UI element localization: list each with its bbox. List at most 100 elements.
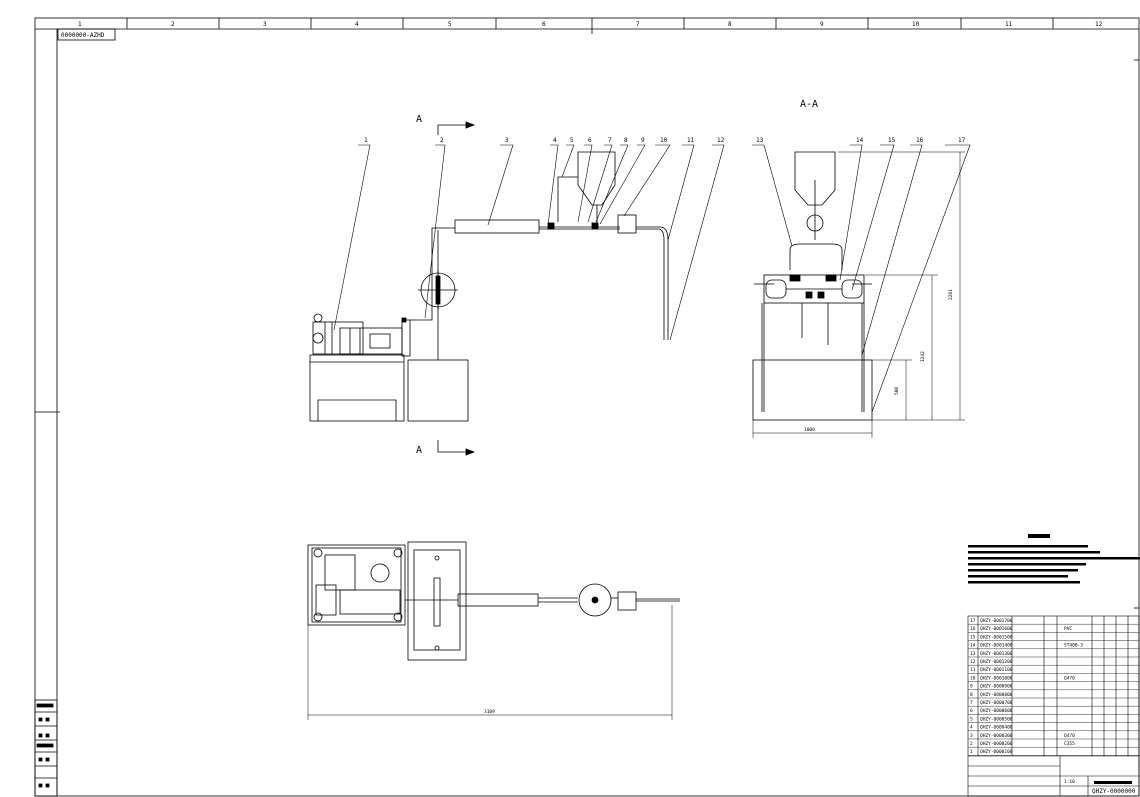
bom-row-number: 6: [970, 708, 973, 714]
bom-row-number: 5: [970, 716, 973, 722]
callout-12: 12: [717, 137, 725, 144]
callout-numbers-front: 1 2 3 4 5 6 7 8 9 10 11 12: [364, 137, 725, 144]
pump-motor-unit: [312, 313, 411, 357]
bom-row-code: QHZY-0000400: [980, 725, 1013, 731]
bom-row-code: QHZY-0001400: [980, 643, 1013, 649]
bom-row-material: C355: [1064, 741, 1075, 747]
bom-row-code: QHZY-0001700: [980, 618, 1013, 624]
discharge-pipe: [636, 226, 669, 340]
section-marker-top: [437, 121, 476, 135]
bom-title-drawing-number: QHZY-0000000: [1092, 788, 1136, 795]
bom-row-code: QHZY-0001500: [980, 634, 1013, 640]
callout-4: 4: [553, 137, 557, 144]
bom-row-number: 17: [970, 618, 976, 624]
left-stamp-blocks: [34, 699, 58, 797]
bom-row-number: 2: [970, 741, 973, 747]
bom-row-code: QHZY-0000200: [980, 741, 1013, 747]
callout-8: 8: [624, 137, 628, 144]
section-mark-bottom: A: [416, 445, 422, 456]
grid-col-5: 5: [448, 21, 452, 28]
section-marker-bottom: [437, 440, 476, 456]
grid-col-9: 9: [820, 21, 824, 28]
bom-row-code: QHZY-0000100: [980, 749, 1013, 755]
bom-title-block: 1:10 QHZY-0000000: [1064, 779, 1136, 795]
bom-row-number: 7: [970, 700, 973, 706]
bom-row-number: 14: [970, 643, 976, 649]
grid-col-1: 1: [78, 21, 82, 28]
bom-row-code: QHZY-0000900: [980, 684, 1013, 690]
grid-col-2: 2: [171, 21, 175, 28]
bom-row-code: QHZY-0001300: [980, 651, 1013, 657]
dim-plan-length: 3109: [484, 709, 495, 715]
section-mark-top: A: [416, 114, 422, 125]
grid-column-labels: 1 2 3 4 5 6 7 8 9 10 11 12: [78, 21, 1103, 28]
bom-row-number: 4: [970, 725, 973, 731]
bom-row-number: 13: [970, 651, 976, 657]
dimension-values: 1000 500 1242 2281: [804, 289, 954, 433]
grid-col-6: 6: [542, 21, 546, 28]
callout-13: 13: [756, 137, 764, 144]
bom-row-number: 1: [970, 749, 973, 755]
bom-row-code: QHZY-0001200: [980, 659, 1013, 665]
valve-box: [617, 214, 637, 234]
bom-row-code: QHZY-0000500: [980, 716, 1013, 722]
bom-row-code: QHZY-0000600: [980, 708, 1013, 714]
grid-col-10: 10: [912, 21, 920, 28]
drawing-number-tag: 0000000-AZHD: [57, 28, 116, 41]
grid-col-3: 3: [263, 21, 267, 28]
grid-col-12: 12: [1095, 21, 1103, 28]
bom-row-code: QHZY-0001100: [980, 667, 1013, 673]
drawing-number: 0000000-AZHD: [61, 32, 105, 39]
bom-row-number: 9: [970, 684, 973, 690]
bom-row-code: QHZY-0001000: [980, 675, 1013, 681]
dim-overall-height: 2281: [948, 289, 954, 300]
callout-1: 1: [364, 137, 368, 144]
grid-col-8: 8: [728, 21, 732, 28]
sheet-frame: [34, 17, 1140, 797]
bom-row-number: 11: [970, 667, 976, 673]
callout-14: 14: [856, 137, 864, 144]
bom-row-material: PVC: [1064, 626, 1072, 632]
bom-row-number: 16: [970, 626, 976, 632]
callout-16: 16: [916, 137, 924, 144]
dim-section-width: 1000: [804, 427, 815, 433]
callout-2: 2: [440, 137, 444, 144]
bom-row-number: 12: [970, 659, 976, 665]
bom-row-material: Q470: [1064, 733, 1075, 739]
hopper: [557, 151, 616, 224]
callout-10: 10: [660, 137, 668, 144]
section-aa-view: [752, 151, 873, 421]
dim-frame-height: 1242: [920, 351, 926, 362]
bom-row-code: QHZY-0001600: [980, 626, 1013, 632]
dimension-lines-section: [752, 151, 965, 438]
callout-leaders-section: [752, 144, 971, 413]
plan-view: [307, 541, 680, 661]
bom-row-code: QHZY-0000800: [980, 692, 1013, 698]
front-elevation-view: A A: [309, 114, 669, 456]
bom-row-number: 15: [970, 634, 976, 640]
callout-11: 11: [687, 137, 695, 144]
technical-notes-block: [968, 534, 1140, 584]
callout-7: 7: [608, 137, 612, 144]
bom-row-material: ST40B-3: [1064, 643, 1083, 649]
grid-col-7: 7: [636, 21, 640, 28]
grid-col-11: 11: [1005, 21, 1013, 28]
bom-scale: 1:10: [1064, 779, 1075, 785]
callout-numbers-section: 13 14 15 16 17: [756, 137, 966, 144]
callout-17: 17: [958, 137, 966, 144]
mixer-tube: [454, 219, 540, 234]
bom-row-number: 3: [970, 733, 973, 739]
section-view-title: A-A: [800, 99, 818, 110]
bom-row-material: Q470: [1064, 675, 1075, 681]
bom-row-number: 8: [970, 692, 973, 698]
bom-row-code: QHZY-0000300: [980, 733, 1013, 739]
bom-row-code: QHZY-0000700: [980, 700, 1013, 706]
dimension-lines-plan: [307, 605, 673, 720]
callout-15: 15: [888, 137, 896, 144]
callout-3: 3: [505, 137, 509, 144]
callout-9: 9: [641, 137, 645, 144]
callout-leaders-front: [333, 144, 725, 341]
callout-5: 5: [570, 137, 574, 144]
